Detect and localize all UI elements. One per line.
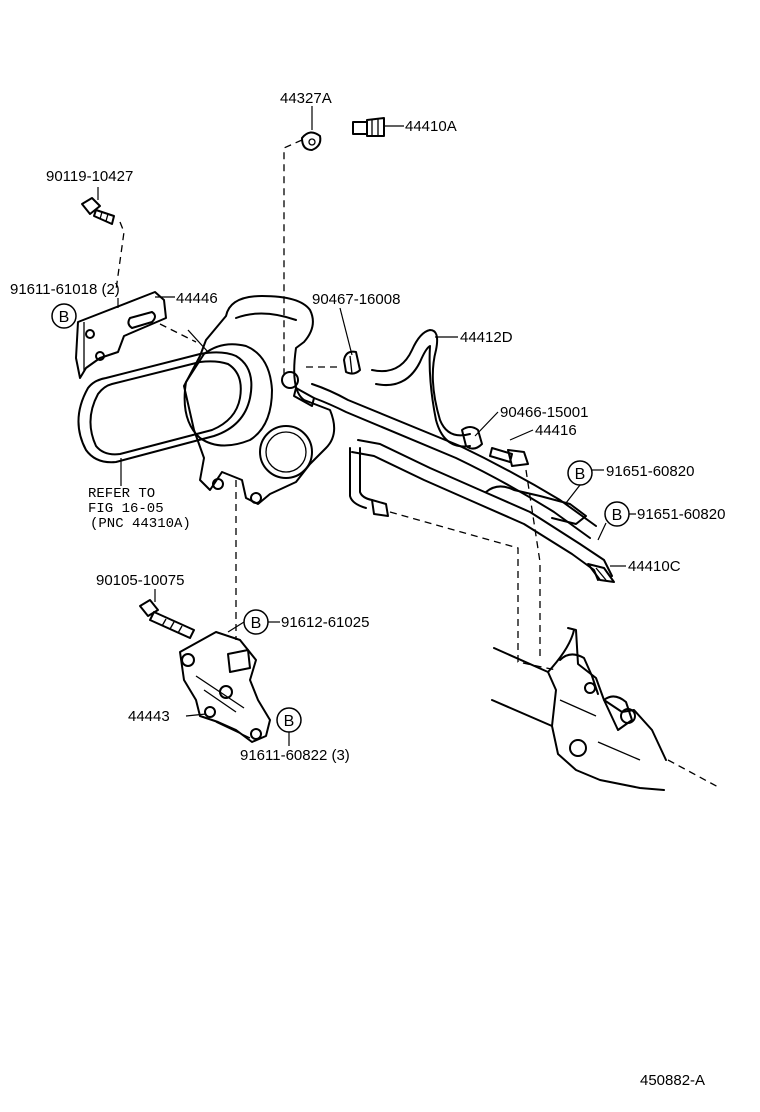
return-hose-44412D xyxy=(371,329,471,448)
label-91611-61018: 91611-61018 (2) xyxy=(10,281,120,298)
bolt-90119-10427 xyxy=(81,197,115,225)
callout-b-lower-bracket: B xyxy=(243,609,269,635)
callout-letter: B xyxy=(575,466,586,483)
label-91611-60822: 91611-60822 (3) xyxy=(240,747,350,764)
diagram-id: 450882-A xyxy=(640,1072,705,1089)
callout-b-bottom: B xyxy=(276,707,302,733)
clip-90466-15001 xyxy=(461,426,483,450)
dashed-lines xyxy=(115,139,721,789)
callout-letter: B xyxy=(59,309,70,326)
pump-fitting xyxy=(281,371,315,407)
bracket-44446 xyxy=(75,291,167,379)
refer-line-1: REFER TO xyxy=(88,486,155,502)
label-44410C: 44410C xyxy=(628,558,681,575)
callout-b-bracket: B xyxy=(51,303,77,329)
steering-gear xyxy=(491,627,667,791)
label-91651-60820-lower: 91651-60820 xyxy=(637,506,725,523)
refer-line-3: (PNC 44310A) xyxy=(90,516,191,532)
tube-fitting-44410C xyxy=(587,563,615,583)
callout-letter: B xyxy=(284,713,295,730)
union-44416 xyxy=(489,447,529,467)
callout-letter: B xyxy=(251,615,262,632)
bolt-44410A xyxy=(352,117,385,137)
clip-44327A xyxy=(301,131,322,151)
label-44446: 44446 xyxy=(176,290,218,307)
callout-b-upper-right: B xyxy=(567,460,593,486)
label-91612-61025: 91612-61025 xyxy=(281,614,369,631)
label-44412D: 44412D xyxy=(460,329,513,346)
label-91651-60820-upper: 91651-60820 xyxy=(606,463,694,480)
power-steering-pump xyxy=(183,295,336,505)
bracket-44443 xyxy=(179,631,271,743)
drive-belt xyxy=(77,351,253,464)
tube-fitting-left xyxy=(371,499,389,517)
label-44416: 44416 xyxy=(535,422,577,439)
clamp-90467-16008 xyxy=(343,350,361,375)
label-90119-10427: 90119-10427 xyxy=(46,168,133,185)
refer-line-2: FIG 16-05 xyxy=(88,501,164,517)
label-44327A: 44327A xyxy=(280,90,332,107)
label-44443: 44443 xyxy=(128,708,170,725)
bolt-90105-10075 xyxy=(139,599,195,639)
label-90466-15001: 90466-15001 xyxy=(500,404,588,421)
label-44410A: 44410A xyxy=(405,118,457,135)
label-90467-16008: 90467-16008 xyxy=(312,291,400,308)
callout-b-right: B xyxy=(604,501,630,527)
label-90105-10075: 90105-10075 xyxy=(96,572,184,589)
callout-letter: B xyxy=(612,507,623,524)
